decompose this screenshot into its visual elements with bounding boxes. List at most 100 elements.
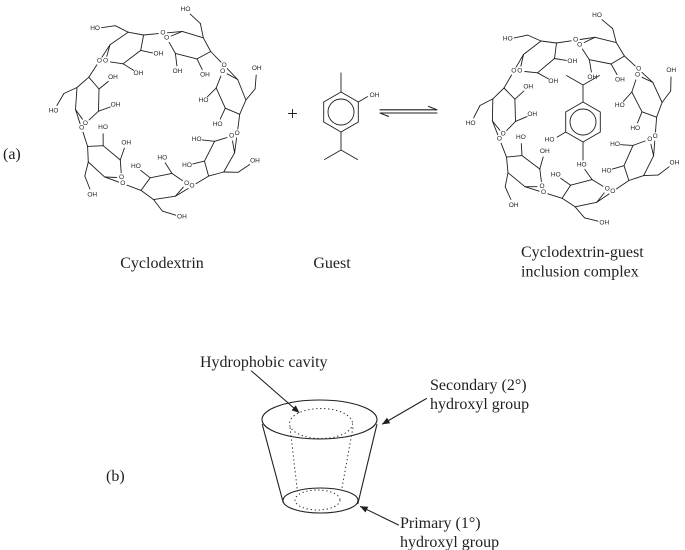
atom-label: OH: [111, 102, 121, 109]
guest-molecule: OH: [323, 72, 380, 160]
bond: [539, 156, 544, 170]
bond: [514, 90, 525, 100]
bond: [101, 44, 111, 58]
bond: [237, 113, 241, 130]
bond: [554, 42, 557, 59]
cavity-top-ellipse: [289, 408, 353, 439]
atom-label: HO: [551, 171, 561, 178]
bond: [641, 71, 654, 83]
atom-label: O: [220, 68, 225, 75]
caption-complex-line1: Cyclodextrin-guest: [521, 244, 644, 261]
bond: [84, 161, 89, 177]
bond: [506, 155, 523, 158]
bond: [523, 40, 542, 55]
atom-label: HO: [466, 120, 476, 127]
bond: [195, 175, 210, 185]
bond: [520, 143, 523, 157]
bond: [610, 55, 625, 65]
bond: [653, 140, 656, 157]
atom-label: O: [653, 133, 658, 140]
bond: [219, 107, 226, 120]
bond: [196, 51, 212, 60]
hydroxyl-bond: [556, 131, 567, 138]
bond: [122, 49, 142, 65]
bond: [623, 165, 630, 181]
bond: [623, 55, 636, 67]
bond: [513, 34, 529, 39]
bond: [140, 177, 151, 191]
bond: [237, 79, 247, 101]
bond: [500, 142, 507, 158]
atom-label: OH: [250, 157, 260, 164]
bond: [87, 145, 89, 163]
bond: [204, 140, 216, 162]
atom-label: HO: [610, 141, 620, 148]
bond: [616, 180, 630, 190]
atom-label: O: [605, 185, 610, 192]
atom-label: OH: [108, 74, 118, 81]
bond: [237, 164, 251, 173]
atom-label: HO: [630, 125, 640, 132]
annotation-hydrophobic-cavity: Hydrophobic cavity: [200, 354, 328, 371]
bond: [596, 192, 605, 203]
atom-label: O: [610, 188, 615, 195]
bond: [104, 176, 120, 183]
atom-label: HO: [49, 108, 59, 115]
bond: [170, 30, 183, 37]
annotation-primary-line1: Primary (1°): [400, 515, 481, 532]
bond: [656, 102, 663, 118]
bond: [63, 87, 78, 94]
bond: [226, 73, 239, 80]
atom-label: OH: [587, 74, 597, 81]
bond: [204, 160, 210, 177]
atom-label: HO: [199, 97, 209, 104]
bond: [473, 105, 481, 119]
bond: [224, 107, 241, 115]
bond: [504, 172, 509, 188]
atom-label: O: [229, 133, 234, 140]
atom-label: O: [497, 136, 502, 143]
bond: [76, 76, 90, 88]
bond: [643, 174, 659, 177]
bond: [574, 201, 598, 208]
atom-label: OH: [548, 78, 558, 85]
forward-harpoon: [379, 105, 438, 111]
bond: [239, 99, 247, 115]
bond: [503, 87, 516, 100]
caption-complex-line2: inclusion complex: [521, 264, 639, 281]
bond: [181, 30, 204, 39]
bond: [140, 189, 155, 201]
bond: [561, 184, 572, 199]
cavity-bottom-ellipse: [294, 489, 341, 511]
bond: [149, 172, 173, 179]
bond: [524, 186, 540, 192]
caption-guest: Guest: [313, 255, 351, 272]
atom-label: O: [501, 131, 506, 138]
bond: [652, 81, 663, 103]
atom-label: OH: [134, 70, 144, 77]
bond: [140, 34, 145, 51]
atom-label: HO: [98, 124, 108, 131]
atom-label: O: [636, 66, 641, 73]
atom-label: O: [635, 72, 640, 79]
bond: [588, 59, 592, 73]
bond: [631, 91, 643, 113]
bond: [641, 111, 658, 118]
bond: [127, 31, 145, 36]
bond: [637, 111, 643, 124]
annotation-secondary-line1: Secondary (2°): [430, 377, 527, 394]
bond: [524, 71, 538, 74]
bond: [234, 137, 238, 154]
bond: [232, 140, 236, 154]
included-guest-molecule: HO: [545, 75, 601, 161]
bond: [620, 144, 634, 146]
bond: [226, 68, 239, 80]
bond: [560, 177, 572, 186]
cone-bottom-rim: [282, 487, 359, 514]
atom-label: O: [222, 62, 227, 69]
atom-label: OH: [173, 68, 183, 75]
bond: [579, 36, 596, 40]
atom-label: OH: [177, 214, 187, 221]
